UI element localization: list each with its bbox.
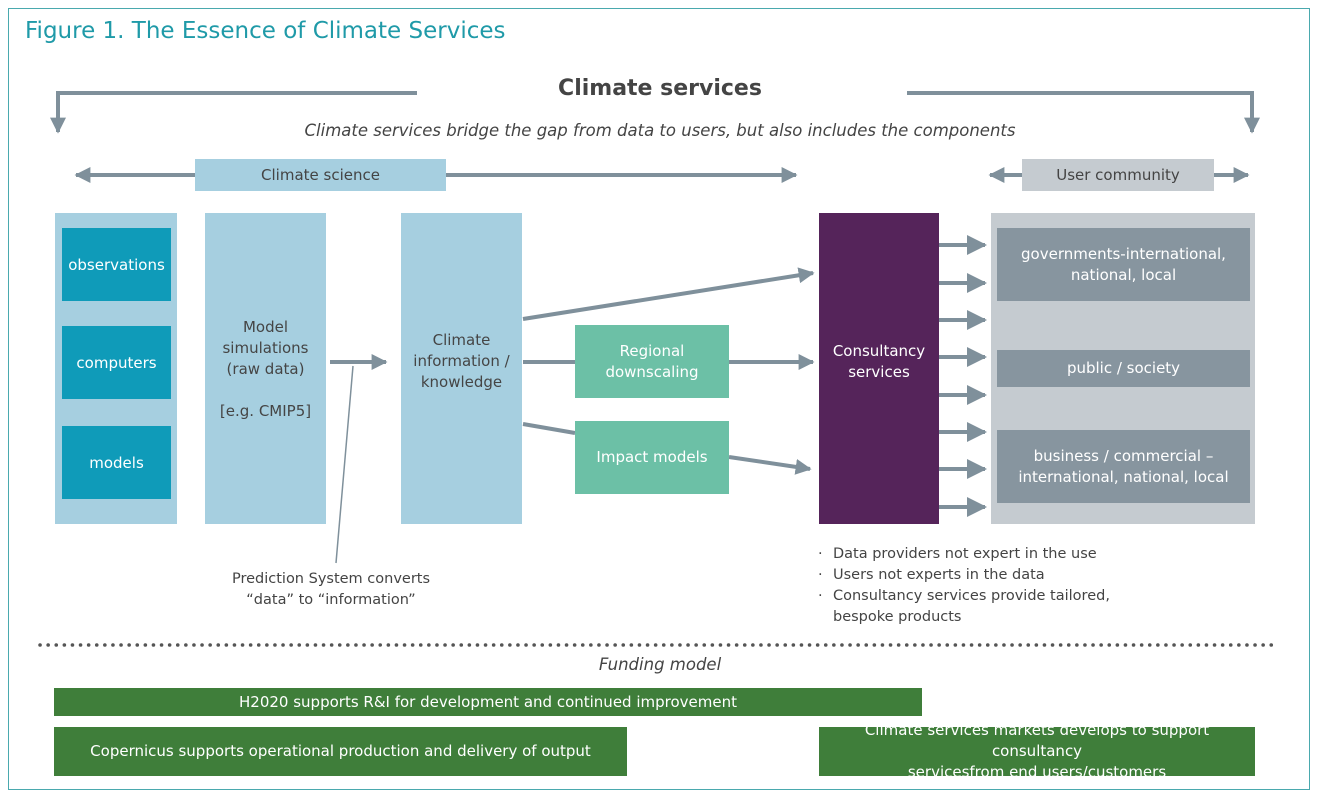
figure-frame <box>8 8 1310 790</box>
funding-markets: Climate services markets develops to sup… <box>819 721 1255 781</box>
model-simulations-line: simulations <box>222 339 309 357</box>
input-computers: computers <box>62 326 171 399</box>
prediction-system-note: Prediction System converts “data” to “in… <box>211 569 451 611</box>
funding-model-title: Funding model <box>598 655 722 674</box>
model-simulations-example: [e.g. CMIP5] <box>219 402 312 420</box>
funding-copernicus: Copernicus supports operational producti… <box>54 727 627 776</box>
bullet-item: ·Data providers not expert in the use <box>818 546 1097 562</box>
bullet-item: ·Consultancy services provide tailored,b… <box>818 588 1110 625</box>
funding-markets-line: servicesfrom end users/customers <box>907 763 1167 781</box>
user-community-label: User community <box>1022 159 1214 191</box>
regional-downscaling-line: downscaling <box>605 362 699 381</box>
climate-science-label: Climate science <box>195 159 446 191</box>
bracket-arrow-left <box>50 91 417 134</box>
model-simulations-column: Model simulations (raw data) [e.g. CMIP5… <box>205 213 326 524</box>
input-observations: observations <box>62 228 171 301</box>
user-business-line: international, national, local <box>1018 467 1229 486</box>
figure-title: Figure 1. The Essence of Climate Service… <box>25 18 506 44</box>
info-to-consultancy-arrow <box>522 267 815 321</box>
regional-downscaling-box: Regional downscaling <box>575 325 729 398</box>
model-simulations-line: (raw data) <box>226 360 305 378</box>
info-to-impact-line <box>522 422 576 435</box>
consultancy-line: Consultancy <box>832 341 926 360</box>
user-business-line: business / commercial – <box>1033 446 1214 465</box>
user-governments: governments-international, national, loc… <box>997 228 1250 301</box>
main-title: Climate services <box>558 76 762 101</box>
impact-to-consultancy-arrow <box>728 455 812 475</box>
consultancy-bullet-list: ·Data providers not expert in the use ·U… <box>818 544 1148 628</box>
user-business: business / commercial – international, n… <box>997 430 1250 503</box>
input-models: models <box>62 426 171 499</box>
funding-h2020: H2020 supports R&I for development and c… <box>54 688 922 716</box>
consultancy-services-column: Consultancy services <box>819 213 939 524</box>
user-governments-line: national, local <box>1070 265 1177 284</box>
funding-markets-line: Climate services markets develops to sup… <box>864 721 1210 760</box>
bullet-item: ·Users not experts in the data <box>818 567 1045 583</box>
impact-models-box: Impact models <box>575 421 729 494</box>
model-simulations-line: Model <box>242 318 289 336</box>
user-public-society: public / society <box>997 350 1250 387</box>
user-governments-line: governments-international, <box>1021 244 1226 263</box>
consultancy-line: services <box>848 362 910 381</box>
climate-information-line: information / <box>413 352 510 370</box>
climate-information-line: Climate <box>432 331 491 349</box>
climate-information-line: knowledge <box>420 373 503 391</box>
prediction-note-line: “data” to “information” <box>246 592 416 608</box>
climate-information-column: Climate information / knowledge <box>401 213 522 524</box>
prediction-pointer-line <box>335 365 354 564</box>
bracket-arrow-right <box>907 91 1260 134</box>
prediction-note-line: Prediction System converts <box>231 571 431 587</box>
regional-downscaling-line: Regional <box>619 341 685 360</box>
subtitle: Climate services bridge the gap from dat… <box>304 121 1016 140</box>
